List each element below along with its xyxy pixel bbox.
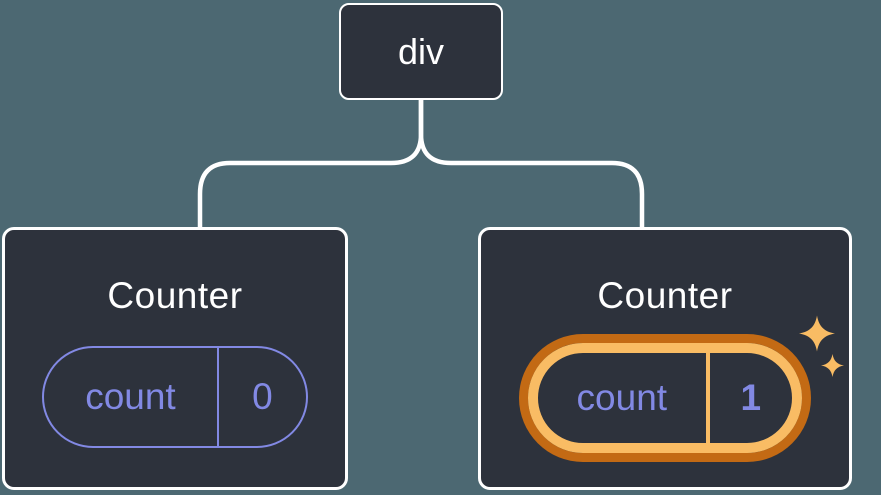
state-pill-right-highlighted: count 1 (528, 343, 802, 453)
counter-right-title: Counter (597, 275, 733, 316)
root-node-label: div (397, 30, 445, 72)
connector-left-branch (197, 95, 424, 232)
state-key-label: count (576, 377, 668, 418)
state-value: 1 (705, 353, 792, 443)
sparkle-small-icon (821, 354, 844, 377)
state-key-label: count (85, 376, 176, 417)
state-value: 0 (216, 348, 306, 446)
connector-right-branch (418, 95, 645, 232)
counter-left-title: Counter (107, 275, 243, 316)
root-node-div: div (339, 3, 503, 100)
sparkle-large-icon (799, 315, 835, 352)
state-pill-left: count 0 (42, 346, 308, 448)
